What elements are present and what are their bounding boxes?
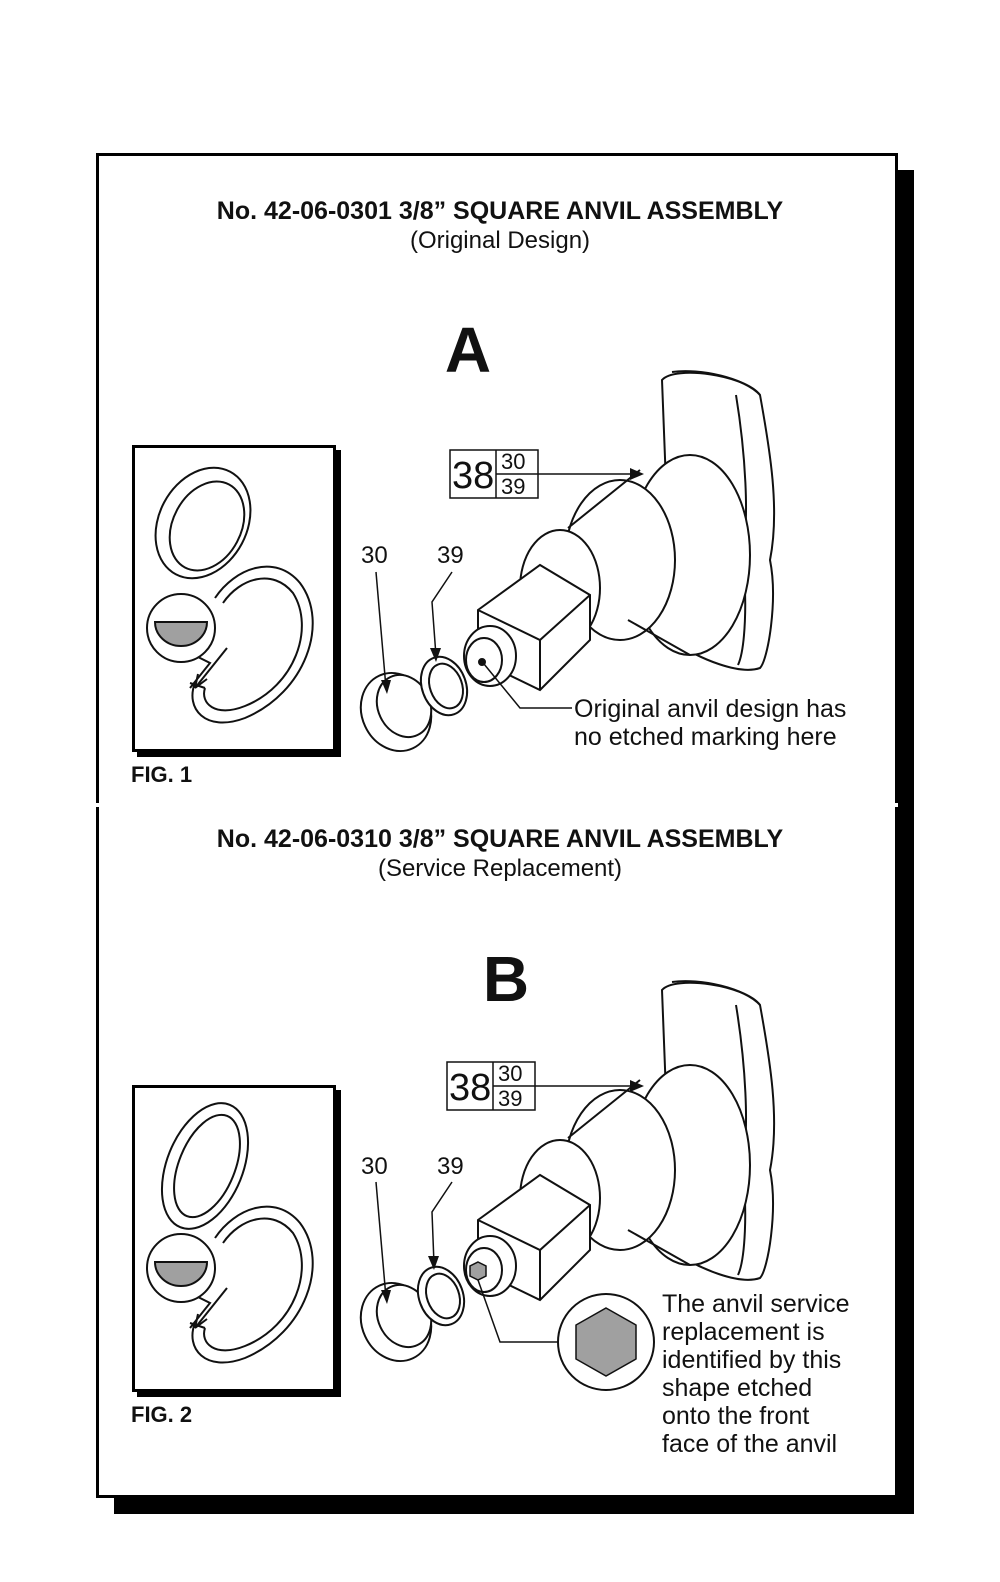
fig2-detail-drawing: [146, 1102, 314, 1364]
section-b-letter: B: [482, 943, 530, 1015]
section-b-subtitle: (Service Replacement): [377, 855, 623, 882]
fig1-label: FIG. 1: [131, 762, 193, 787]
hexagon-icon: [469, 1261, 487, 1281]
hexagon-icon: [575, 1307, 637, 1377]
anvil-b-upper-number: 30: [498, 1061, 522, 1086]
anvil-a-upper-number: 30: [501, 449, 525, 474]
anvil-b-assembly-number: 38: [449, 1067, 491, 1109]
anvil-b-callout: The anvil service replacement is identif…: [662, 1290, 850, 1458]
section-b-title: No. 42-06-0310 3/8” SQUARE ANVIL ASSEMBL…: [216, 825, 784, 853]
anvil-a-drawing: 38 30 39 30 39: [359, 370, 776, 752]
anvil-a-oring-number: 39: [437, 542, 464, 569]
section-divider: [96, 803, 898, 807]
anvil-a-assembly-number: 38: [452, 455, 494, 497]
fig1-inset: [132, 445, 336, 752]
section-a-title: No. 42-06-0301 3/8” SQUARE ANVIL ASSEMBL…: [216, 197, 784, 225]
anvil-a-callout: Original anvil design has no etched mark…: [574, 695, 847, 751]
section-a-letter: A: [444, 314, 492, 386]
anvil-b-ring-number: 30: [361, 1153, 388, 1180]
fig2-label: FIG. 2: [131, 1402, 193, 1427]
anvil-a-ring-number: 30: [361, 542, 388, 569]
anvil-b-oring-number: 39: [437, 1153, 464, 1180]
fig2-inset: [132, 1085, 336, 1392]
fig1-detail-drawing: [146, 466, 314, 724]
anvil-a-lower-number: 39: [501, 474, 525, 499]
anvil-b-lower-number: 39: [498, 1086, 522, 1111]
section-a-subtitle: (Original Design): [409, 227, 591, 254]
